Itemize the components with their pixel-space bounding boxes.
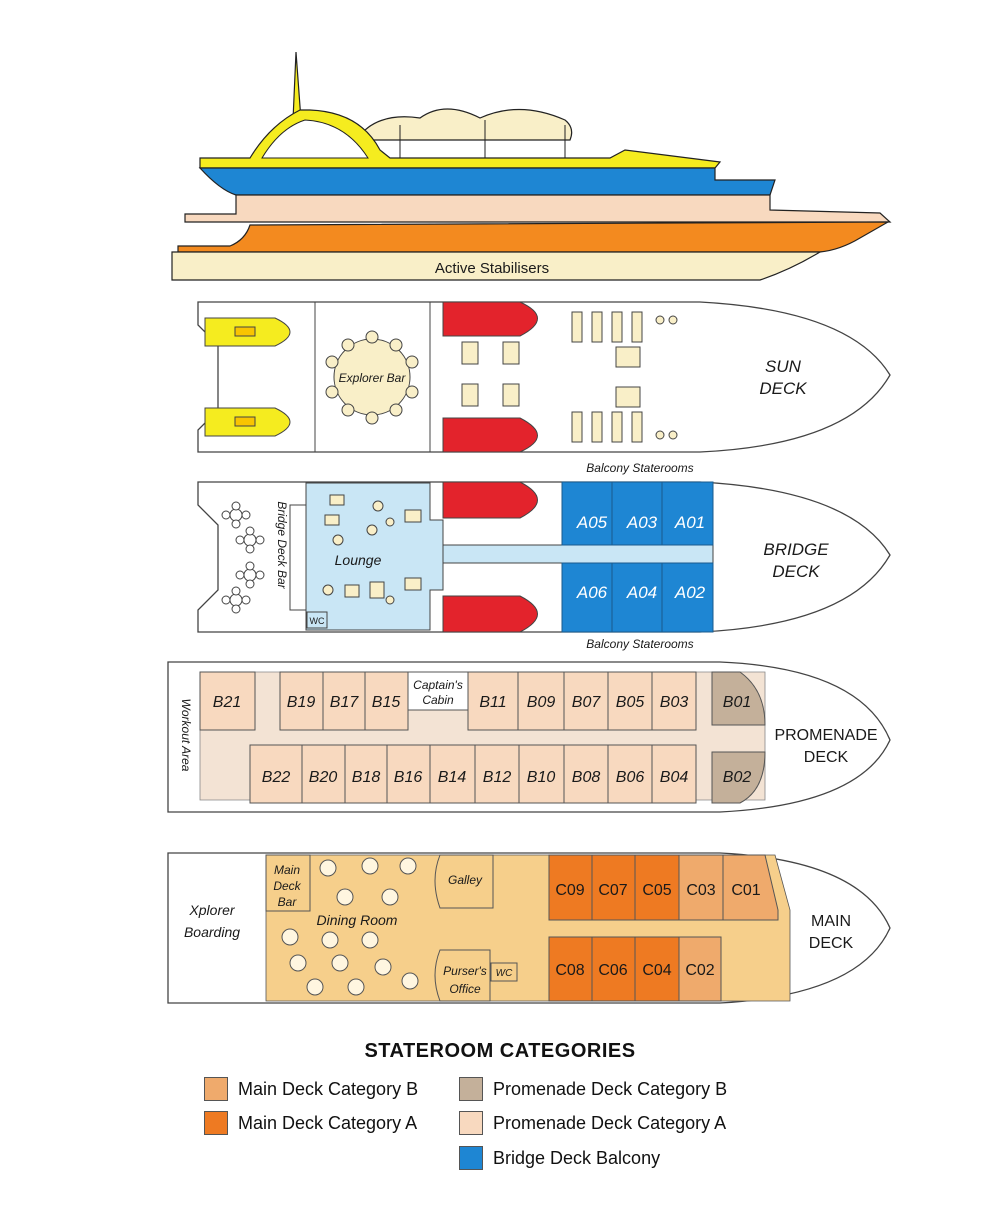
legend-label: Promenade Deck Category A <box>493 1112 727 1133</box>
cabin-a06: A06 <box>576 583 608 602</box>
cabin-b05: B05 <box>616 694 645 711</box>
cabin-b18: B18 <box>352 769 381 786</box>
cabin-c04: C04 <box>642 962 671 979</box>
cabin-b07: B07 <box>572 694 602 711</box>
sun-deck: Explorer Bar SUN DECK Balcony Staterooms <box>197 301 891 475</box>
wc-label: WC <box>310 616 325 626</box>
svg-text:Explorer Bar: Explorer Bar <box>339 371 407 385</box>
cabin-b01: B01 <box>723 694 751 711</box>
cabin-b19: B19 <box>287 694 316 711</box>
cabin-a03: A03 <box>626 513 658 532</box>
dining-tables <box>281 857 419 996</box>
promenade-deck-label-2: DECK <box>804 749 849 766</box>
balcony-staterooms-label: Balcony Staterooms <box>586 461 693 475</box>
cabin-b09: B09 <box>527 694 556 711</box>
main-bar-label-2: Deck <box>273 879 301 893</box>
cabin-b06: B06 <box>616 769 645 786</box>
main-deck-label: MAIN <box>811 913 851 930</box>
bridge-deck: Lounge WC Bridge Deck Bar <box>197 481 891 651</box>
lounge-furniture <box>322 494 422 605</box>
dining-room-label: Dining Room <box>317 912 398 928</box>
xplorer-boarding-label: Xplorer <box>188 902 235 918</box>
deck-seating <box>461 311 678 443</box>
lifeboat-icon <box>204 407 291 437</box>
cabin-c02: C02 <box>685 962 714 979</box>
bridge-deck-label-2: DECK <box>772 562 820 581</box>
cabin-b11: B11 <box>479 694 506 711</box>
bridge-cabins <box>561 481 714 633</box>
legend-label: Main Deck Category B <box>238 1078 419 1099</box>
legend-swatch <box>459 1146 483 1170</box>
cabin-c08: C08 <box>555 962 584 979</box>
pursers-office-label-2: Office <box>449 982 481 996</box>
legend-label: Main Deck Category A <box>238 1112 418 1133</box>
pursers-office-label: Purser's <box>443 964 487 978</box>
ship-profile: Active Stabilisers <box>171 51 892 281</box>
cabin-b03: B03 <box>660 694 689 711</box>
bar-stools <box>325 330 419 425</box>
cabin-b22: B22 <box>262 769 291 786</box>
cabin-a02: A02 <box>674 583 706 602</box>
cabin-b10: B10 <box>527 769 556 786</box>
cabin-c05: C05 <box>642 882 671 899</box>
promenade-cabins-top <box>199 671 766 731</box>
galley-label: Galley <box>448 873 483 887</box>
main-deck: Main Deck Bar Dining Room Galley Purser'… <box>167 852 891 1004</box>
cabin-b17: B17 <box>330 694 360 711</box>
cabin-b04: B04 <box>660 769 689 786</box>
captains-cabin-label-2: Cabin <box>422 693 454 707</box>
legend-item: Bridge Deck Balcony <box>459 1145 660 1171</box>
promenade-deck: B21 B19 B17 B15 B11 B09 B07 B05 B03 B01 … <box>167 661 891 813</box>
bridge-deck-label: BRIDGE <box>763 540 829 559</box>
cabin-a04: A04 <box>626 583 657 602</box>
main-bar-label-3: Bar <box>278 895 298 909</box>
cabin-b14: B14 <box>438 769 467 786</box>
xplorer-boarding-label-2: Boarding <box>184 924 240 940</box>
cabin-b20: B20 <box>309 769 338 786</box>
legend-swatch <box>204 1111 228 1135</box>
legend-title: STATEROOM CATEGORIES <box>364 1040 636 1062</box>
main-cabins <box>548 854 779 1002</box>
bridge-bar-label: Bridge Deck Bar <box>275 501 289 589</box>
main-deck-label-2: DECK <box>809 935 854 952</box>
cabin-b08: B08 <box>572 769 601 786</box>
promenade-deck-label: PROMENADE <box>774 727 877 744</box>
promenade-cabins-bottom <box>249 744 766 804</box>
cabin-c07: C07 <box>598 882 627 899</box>
sun-deck-label-2: DECK <box>759 379 807 398</box>
sun-deck-label: SUN <box>765 357 802 376</box>
captains-cabin-label: Captain's <box>413 678 463 692</box>
cabin-c09: C09 <box>555 882 584 899</box>
legend-swatch <box>459 1111 483 1135</box>
legend-item: Main Deck Category B <box>204 1076 418 1102</box>
wc-label-2: WC <box>496 968 513 979</box>
main-bar-label: Main <box>274 863 300 877</box>
workout-area-label: Workout Area <box>179 699 193 772</box>
cabin-a05: A05 <box>576 513 608 532</box>
legend-item: Promenade Deck Category B <box>459 1076 727 1102</box>
outdoor-tables <box>221 501 265 614</box>
cabin-b15: B15 <box>372 694 401 711</box>
legend-label: Promenade Deck Category B <box>493 1078 728 1099</box>
cabin-a01: A01 <box>674 513 705 532</box>
legend-swatch <box>204 1077 228 1101</box>
cabin-b02: B02 <box>723 769 752 786</box>
cabin-c03: C03 <box>686 882 715 899</box>
lounge-label: Lounge <box>335 552 382 568</box>
legend-swatch <box>459 1077 483 1101</box>
cabin-b16: B16 <box>394 769 423 786</box>
cabin-b21: B21 <box>213 694 241 711</box>
legend-item: Main Deck Category A <box>204 1110 417 1136</box>
explorer-bar: Explorer Bar <box>333 338 411 416</box>
cabin-c01: C01 <box>731 882 760 899</box>
balcony-staterooms-label-2: Balcony Staterooms <box>586 637 693 651</box>
stabilisers-label: Active Stabilisers <box>435 260 549 277</box>
legend-label: Bridge Deck Balcony <box>493 1147 661 1168</box>
lifeboat-icon <box>204 317 291 347</box>
cabin-b12: B12 <box>483 769 512 786</box>
legend-item: Promenade Deck Category A <box>459 1110 726 1136</box>
cabin-c06: C06 <box>598 962 627 979</box>
